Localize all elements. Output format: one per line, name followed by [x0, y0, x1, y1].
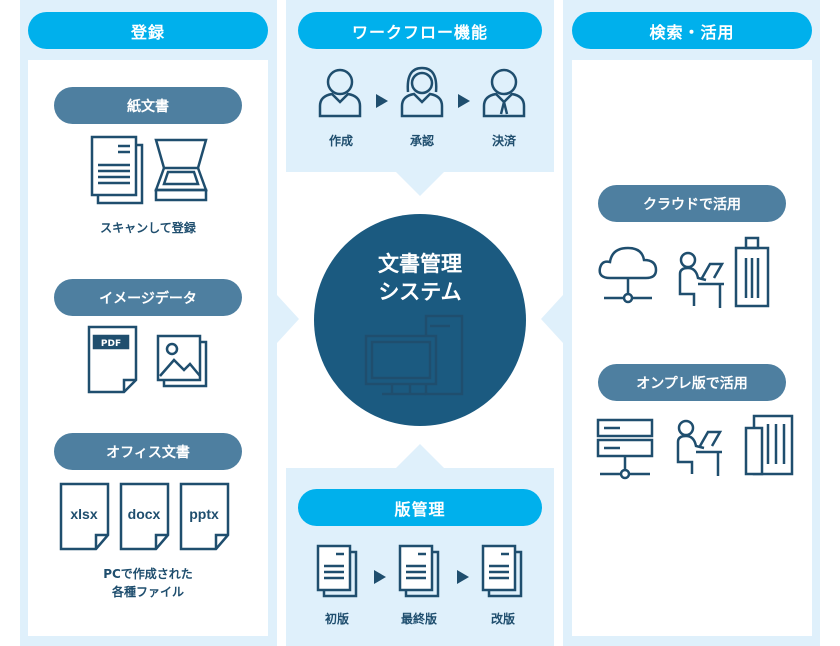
remote-worker-icon [678, 251, 725, 308]
pdf-text: PDF [101, 339, 121, 349]
final-version-doc-icon [398, 544, 440, 598]
usage-content [572, 60, 812, 636]
xlsx-file-icon: xlsx [59, 482, 110, 551]
step-approve: 承認 [409, 134, 434, 148]
arrow-right-icon [376, 94, 388, 108]
server-network-icon [596, 418, 654, 480]
scan-caption: スキャンして登録 [100, 221, 196, 235]
pptx-file-icon: pptx [179, 482, 230, 551]
registration-header: 登録 [28, 12, 268, 49]
company-building-icon [744, 414, 794, 476]
docx-file-icon: docx [119, 482, 170, 551]
version-first: 初版 [324, 612, 349, 626]
version-header: 版管理 [298, 489, 542, 526]
step-create: 作成 [328, 134, 353, 148]
creator-person-icon [318, 68, 362, 118]
arrow-right-icon [457, 570, 469, 584]
system-title-line2: システム [378, 280, 462, 304]
docx-text: docx [128, 506, 161, 522]
arrow-left-pointer [541, 295, 563, 343]
system-title-line1: 文書管理 [378, 252, 462, 276]
desktop-computer-icon [364, 314, 464, 396]
office-building-icon [734, 236, 770, 308]
arrow-down-pointer [396, 172, 444, 196]
office-caption-2: 各種ファイル [111, 585, 184, 599]
decider-person-icon [482, 68, 526, 118]
pptx-text: pptx [189, 506, 219, 522]
xlsx-text: xlsx [70, 506, 97, 522]
arrow-right-pointer [277, 295, 299, 343]
system-title: 文書管理システム [314, 250, 526, 306]
paper-doc-label: 紙文書 [54, 87, 242, 124]
office-doc-label: オフィス文書 [54, 433, 242, 470]
office-caption-1: PCで作成された [103, 567, 193, 581]
version-final: 最終版 [400, 612, 437, 626]
paper-document-icon [90, 135, 144, 205]
arrow-up-pointer [396, 444, 444, 468]
version-revised: 改版 [490, 612, 515, 626]
workflow-header: ワークフロー機能 [298, 12, 542, 49]
image-data-label: イメージデータ [54, 279, 242, 316]
pdf-file-icon: PDF [87, 325, 138, 394]
office-worker-icon [676, 419, 723, 476]
revised-version-doc-icon [481, 544, 523, 598]
cloud-usage-label: クラウドで活用 [598, 185, 786, 222]
arrow-right-icon [374, 570, 386, 584]
document-management-system-circle [314, 214, 526, 426]
onprem-usage-label: オンプレ版で活用 [598, 364, 786, 401]
registration-content [28, 60, 268, 636]
scanner-icon [154, 138, 208, 202]
approver-person-icon [400, 66, 444, 118]
first-version-doc-icon [316, 544, 358, 598]
arrow-right-icon [458, 94, 470, 108]
step-decide: 決済 [491, 134, 516, 148]
image-file-icon [156, 334, 208, 388]
cloud-network-icon [598, 246, 658, 304]
usage-header: 検索・活用 [572, 12, 812, 49]
